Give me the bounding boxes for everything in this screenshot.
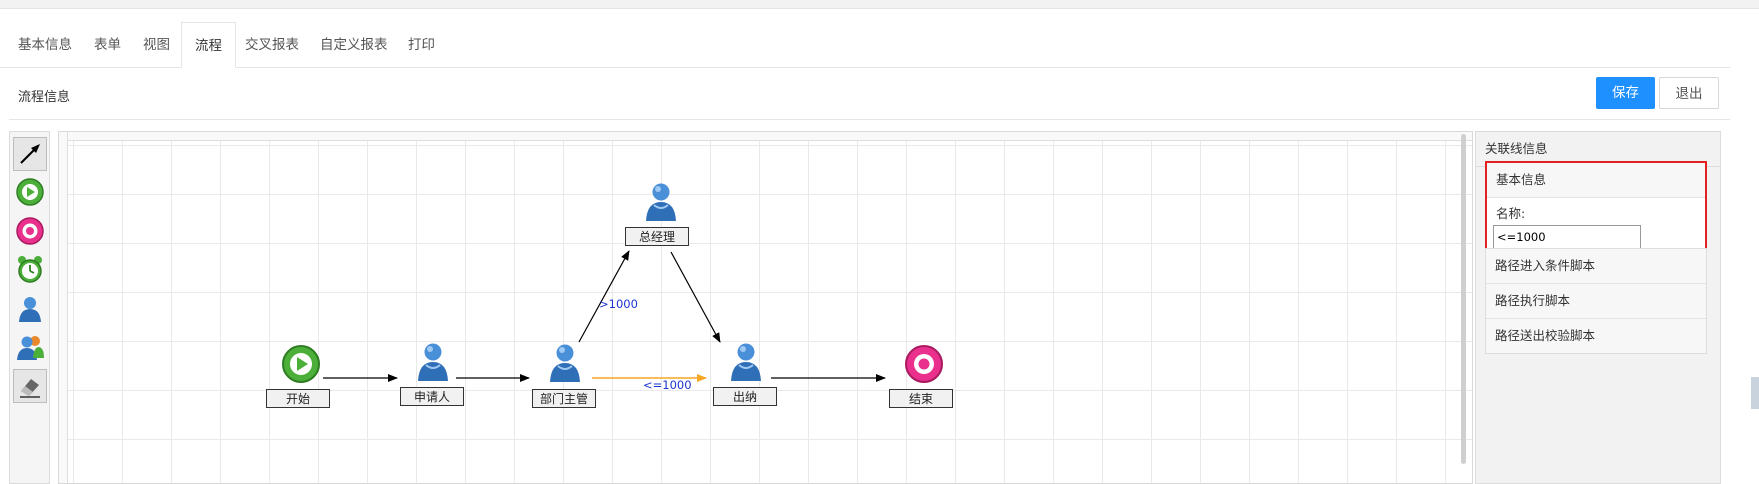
end-node-icon — [899, 343, 949, 389]
select-arrow-icon[interactable] — [13, 137, 47, 171]
tab-bar: 基本信息 表单 视图 流程 交叉报表 自定义报表 打印 — [0, 22, 1730, 68]
execute-script-row[interactable]: 路径执行脚本 — [1486, 284, 1706, 319]
group-task-icon[interactable] — [13, 330, 47, 364]
exit-button[interactable]: 退出 — [1659, 77, 1719, 109]
eraser-icon[interactable] — [13, 369, 47, 403]
user-task-icon — [636, 181, 686, 227]
section-title: 流程信息 — [18, 90, 71, 105]
tab-print[interactable]: 打印 — [408, 37, 435, 53]
user-task-icon — [721, 341, 771, 387]
node-cashier[interactable]: 出纳 — [713, 341, 783, 407]
entry-condition-script-row[interactable]: 路径进入条件脚本 — [1486, 249, 1706, 284]
node-applicant[interactable]: 申请人 — [400, 341, 470, 407]
canvas-grid — [59, 132, 1472, 483]
save-button[interactable]: 保存 — [1596, 77, 1655, 109]
process-info-header: 流程信息 保存 退出 — [9, 68, 1730, 120]
user-task-icon[interactable] — [13, 292, 47, 326]
tab-cross-report[interactable]: 交叉报表 — [245, 37, 299, 53]
node-label-general-manager: 总经理 — [625, 227, 689, 246]
name-field-label: 名称: — [1496, 206, 1526, 221]
edge-label-le-1000[interactable]: <=1000 — [643, 378, 692, 392]
start-node-icon — [276, 343, 326, 389]
top-bar — [0, 0, 1759, 9]
ruler-top — [59, 132, 1472, 141]
canvas-scrollbar[interactable] — [1461, 134, 1466, 464]
flow-canvas[interactable]: >1000 <=1000 开始 申请人 部门主管 — [58, 131, 1473, 484]
basic-info-header[interactable]: 基本信息 — [1487, 163, 1705, 198]
edge-general-manager-to-cashier[interactable] — [670, 251, 721, 343]
tab-view[interactable]: 视图 — [143, 37, 170, 53]
tab-process[interactable]: 流程 — [181, 22, 236, 68]
node-label-end: 结束 — [889, 389, 953, 408]
edge-label-gt-1000[interactable]: >1000 — [599, 297, 638, 311]
node-general-manager[interactable]: 总经理 — [625, 181, 695, 247]
connection-properties-panel: 关联线信息 基本信息 名称: 路径进入条件脚本 路径执行脚本 路径送出校验脚本 — [1475, 131, 1721, 484]
tab-form[interactable]: 表单 — [94, 37, 121, 53]
panel-collapse-handle[interactable] — [1751, 377, 1759, 409]
start-node-icon[interactable] — [13, 175, 47, 209]
name-field[interactable] — [1493, 225, 1641, 249]
end-node-icon[interactable] — [13, 214, 47, 248]
node-dept-manager[interactable]: 部门主管 — [532, 342, 602, 408]
ruler-left — [59, 132, 68, 483]
user-task-icon — [540, 342, 590, 388]
user-task-icon — [408, 341, 458, 387]
timer-node-icon[interactable] — [13, 252, 47, 286]
edge-layer — [323, 250, 886, 382]
node-end[interactable]: 结束 — [889, 343, 959, 409]
script-sections: 路径进入条件脚本 路径执行脚本 路径送出校验脚本 — [1485, 248, 1707, 354]
node-label-dept-manager: 部门主管 — [532, 389, 596, 408]
designer-area: >1000 <=1000 开始 申请人 部门主管 — [9, 131, 1730, 484]
basic-info-section: 基本信息 名称: — [1485, 161, 1707, 252]
edge-dept-manager-to-general-manager[interactable] — [578, 250, 630, 343]
node-start[interactable]: 开始 — [266, 343, 336, 409]
tab-basic-info[interactable]: 基本信息 — [18, 37, 72, 53]
node-label-cashier: 出纳 — [713, 387, 777, 406]
exit-validation-script-row[interactable]: 路径送出校验脚本 — [1486, 319, 1706, 353]
tab-custom-report[interactable]: 自定义报表 — [320, 37, 388, 53]
node-label-applicant: 申请人 — [400, 387, 464, 406]
node-toolbox — [9, 131, 50, 484]
node-label-start: 开始 — [266, 389, 330, 408]
